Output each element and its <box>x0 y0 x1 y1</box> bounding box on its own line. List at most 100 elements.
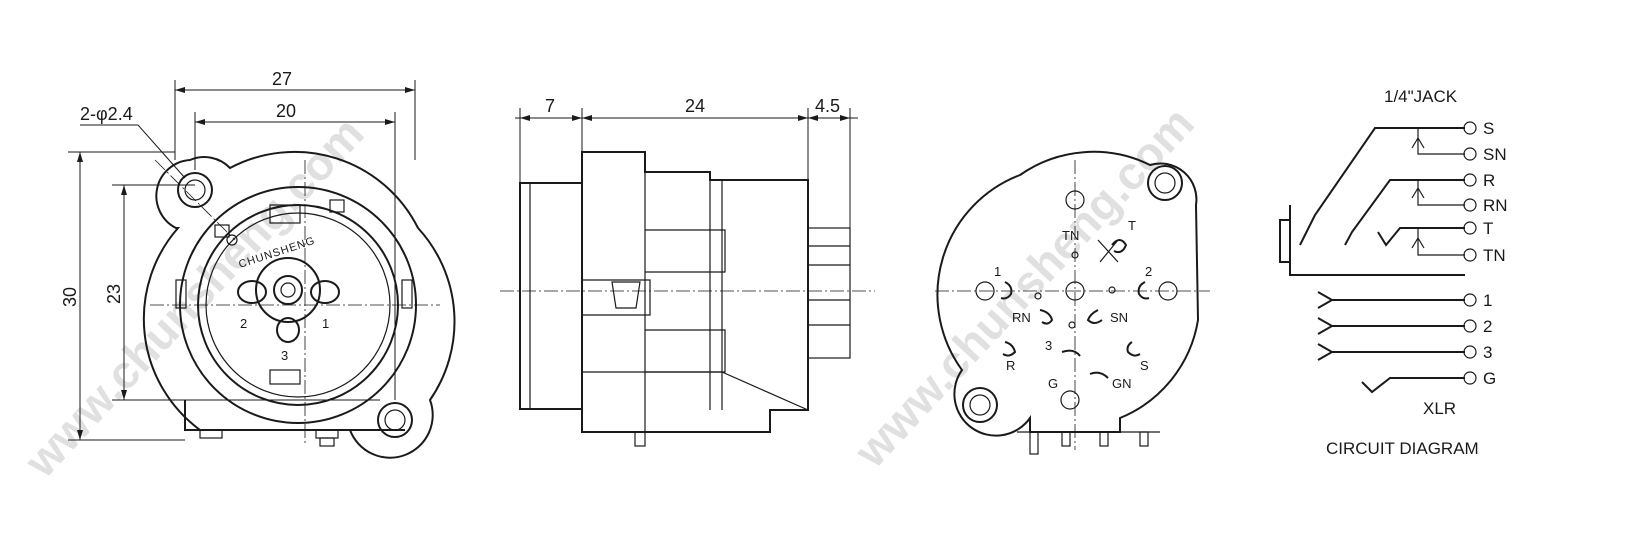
front-jack-hole <box>273 275 303 305</box>
front-latch-bottom <box>269 369 301 385</box>
circuit-xlr-label: XLR <box>1423 399 1456 418</box>
rear-mount-hole-2-inner <box>969 394 991 416</box>
rear-view: TN T 1 2 RN SN 3 R S G GN <box>935 150 1210 455</box>
rear-label-g: G <box>1048 376 1058 391</box>
rear-label-sn: SN <box>1110 310 1128 325</box>
circuit-label-t: T <box>1483 219 1493 238</box>
circuit-terminal-2 <box>1463 319 1477 333</box>
side-bevel <box>721 371 809 411</box>
front-mount-hole-2-inner <box>384 409 406 431</box>
circuit-terminal-sn <box>1463 147 1477 161</box>
circuit-terminal-1 <box>1463 293 1477 307</box>
rear-hole-center <box>1065 281 1085 301</box>
front-mount-hole-2 <box>377 402 413 438</box>
circuit-sleeve-line <box>1289 205 1465 276</box>
front-side-clip-left <box>175 279 187 309</box>
rear-hole-right <box>1158 281 1178 301</box>
rear-contact-sn <box>1086 309 1103 324</box>
front-small-hole <box>226 234 238 246</box>
circuit-label-3: 3 <box>1483 343 1492 362</box>
front-pin-1: 1 <box>322 316 329 331</box>
rear-mount-hole-1-inner <box>1154 172 1176 194</box>
front-face <box>205 212 391 398</box>
rear-dot-1 <box>1071 251 1079 259</box>
rear-hole-left <box>975 281 995 301</box>
dim-overall-height: 30 <box>60 287 80 307</box>
rear-pin-3 <box>1099 431 1109 447</box>
rear-hole-top <box>1065 190 1085 210</box>
rear-label-t: T <box>1128 218 1136 233</box>
rear-contact-tn <box>1097 239 1119 263</box>
front-jack-center <box>280 282 296 298</box>
circuit-xlr-3 <box>1317 343 1465 361</box>
rear-pin-4 <box>1139 431 1149 447</box>
circuit-label-sn: SN <box>1483 145 1507 164</box>
circuit-terminal-r <box>1463 173 1477 187</box>
circuit-diagram: 1/4"JACK S SN R RN T TN 1 <box>1279 87 1508 458</box>
rear-label-tn: TN <box>1062 228 1079 243</box>
circuit-contact-r <box>1344 179 1465 246</box>
circuit-switch-rn <box>1411 180 1465 206</box>
front-xlr-socket-2 <box>237 280 267 304</box>
rear-contact-rn <box>1039 309 1054 325</box>
circuit-contact-s <box>1299 127 1465 246</box>
rear-contact-r <box>1002 341 1017 357</box>
rear-dot-4 <box>1068 321 1076 329</box>
rear-label-s: S <box>1140 358 1149 373</box>
rear-pin-2 <box>1061 431 1071 447</box>
side-step-1 <box>645 229 726 273</box>
side-body <box>581 151 809 433</box>
front-foot-2 <box>315 429 339 439</box>
dim-side-front: 7 <box>545 96 555 116</box>
front-xlr-socket-3 <box>276 317 300 343</box>
circuit-xlr-1 <box>1317 291 1465 309</box>
front-flange <box>142 150 456 459</box>
circuit-xlr-g <box>1361 377 1465 394</box>
rear-mount-hole-1 <box>1147 165 1183 201</box>
circuit-switch-tn <box>1411 228 1465 256</box>
circuit-label-r: R <box>1483 171 1495 190</box>
front-foot-pin <box>319 437 335 447</box>
side-pin <box>634 431 646 447</box>
side-step-2 <box>645 329 726 373</box>
dim-overall-width: 27 <box>272 69 292 89</box>
circuit-terminal-g <box>1463 371 1477 385</box>
circuit-label-s: S <box>1483 119 1494 138</box>
front-mount-hole-1 <box>177 172 213 208</box>
circuit-label-2: 2 <box>1483 317 1492 336</box>
side-latch <box>611 281 641 309</box>
circuit-title: CIRCUIT DIAGRAM <box>1326 439 1479 458</box>
front-pin-3: 3 <box>281 348 288 363</box>
rear-mount-hole-2 <box>962 387 998 423</box>
rear-pin-1 <box>1029 431 1039 455</box>
circuit-label-tn: TN <box>1483 246 1506 265</box>
rear-label-rn: RN <box>1012 310 1031 325</box>
rear-contact-gn <box>1089 371 1109 379</box>
circuit-label-1: 1 <box>1483 291 1492 310</box>
front-latch-top <box>269 204 301 224</box>
dim-hole-label: 2-φ2.4 <box>80 104 133 124</box>
dim-hole-spacing: 20 <box>276 101 296 121</box>
rear-label-gn: GN <box>1112 376 1132 391</box>
dim-side-rear: 4.5 <box>815 96 840 116</box>
circuit-terminal-tn <box>1463 248 1477 262</box>
circuit-contact-t <box>1377 227 1465 247</box>
front-foot-1 <box>199 429 223 439</box>
rear-contact-s <box>1126 341 1141 357</box>
front-side-clip-right <box>401 279 413 309</box>
rear-contact-1 <box>1000 281 1013 300</box>
side-front-cap <box>519 182 583 410</box>
circuit-label-g: G <box>1483 369 1496 388</box>
circuit-jack-label: 1/4"JACK <box>1384 87 1458 106</box>
circuit-label-rn: RN <box>1483 196 1508 215</box>
front-mount-hole-1-inner <box>184 179 206 201</box>
front-outer-ring <box>179 186 417 424</box>
circuit-switch-sn <box>1411 128 1465 155</box>
rear-label-r: R <box>1006 358 1015 373</box>
side-rear-contacts <box>807 227 851 359</box>
circuit-terminal-rn <box>1463 198 1477 212</box>
circuit-plug-body <box>1279 219 1290 263</box>
rear-dot-3 <box>1108 286 1116 294</box>
front-jack-ring <box>255 257 321 323</box>
